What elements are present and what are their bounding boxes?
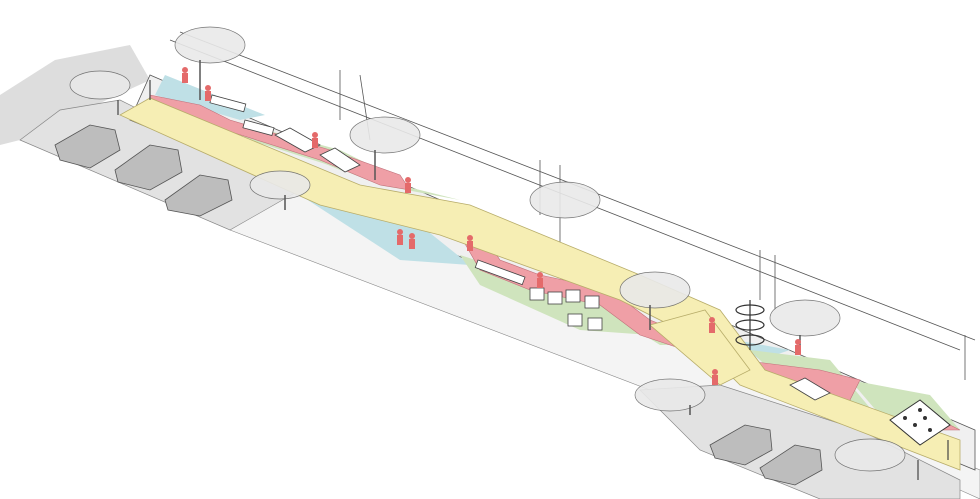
tree-canopies bbox=[69, 26, 906, 472]
yellow-path-branch bbox=[649, 309, 751, 386]
planter-blocks bbox=[529, 287, 603, 331]
bicycle-rack bbox=[735, 300, 765, 350]
pedestrians bbox=[182, 67, 801, 385]
car-1 bbox=[54, 124, 121, 169]
parked-cars bbox=[54, 124, 823, 486]
climbing-wall bbox=[889, 399, 951, 446]
car-3 bbox=[164, 174, 233, 217]
blue-zone-2 bbox=[300, 195, 470, 265]
benches bbox=[209, 94, 526, 286]
car-4 bbox=[709, 424, 773, 466]
street-lamps bbox=[117, 80, 949, 480]
car-2 bbox=[114, 144, 183, 191]
ground-shadow-left bbox=[0, 45, 150, 145]
yellow-path bbox=[119, 97, 961, 471]
bike-parking bbox=[274, 127, 831, 401]
car-5 bbox=[759, 444, 823, 486]
